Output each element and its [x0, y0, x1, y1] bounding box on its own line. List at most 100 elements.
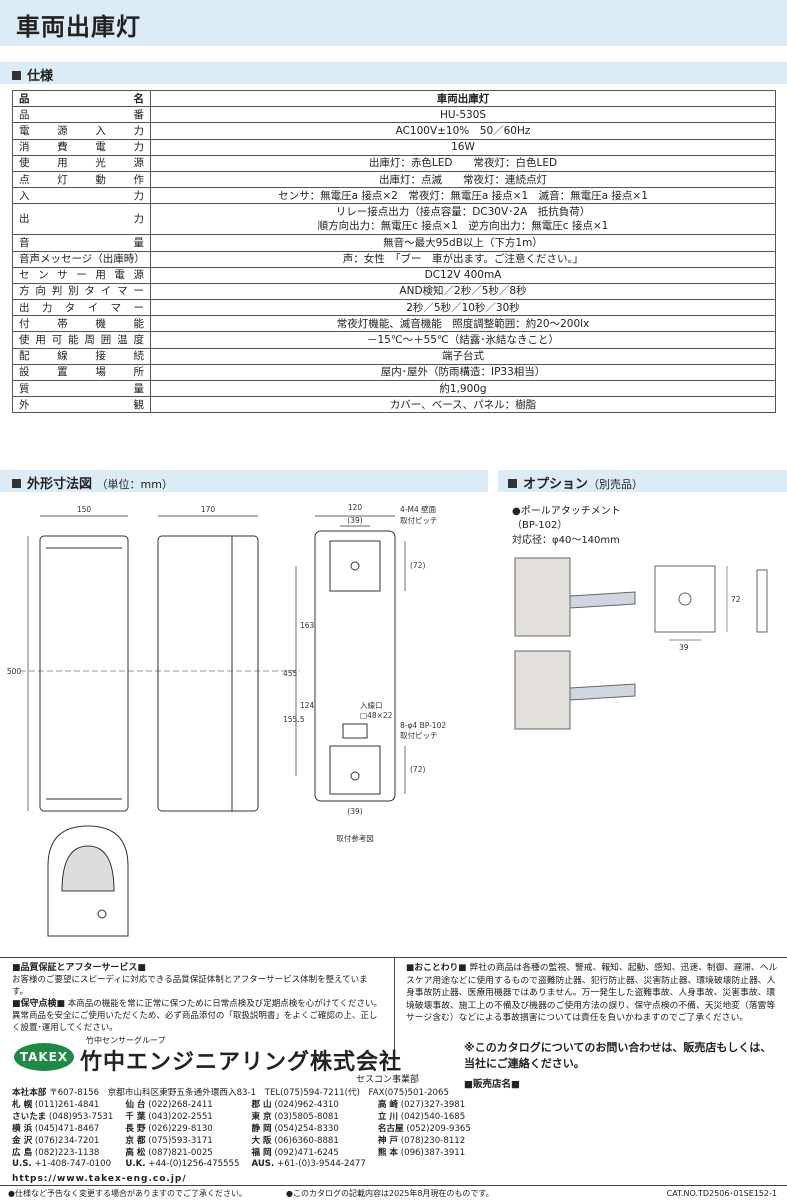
wall-note-1: 4-M4 壁面	[400, 504, 437, 514]
office-phone: (022)268-2411	[148, 1100, 213, 1110]
spec-row: 品名車両出庫灯	[12, 89, 776, 108]
spec-key: センサー用電源	[12, 266, 151, 284]
inlet-label-2: □48×22	[360, 711, 393, 720]
office-city: 高 崎	[377, 1100, 399, 1110]
office-city: 高 松	[125, 1148, 146, 1158]
attachment-band-2	[569, 683, 636, 701]
spec-row: 使用可能周囲温度－15℃〜＋55℃（結露･氷結なきこと）	[12, 331, 776, 349]
option-section-title: オプション（別売品）	[508, 473, 643, 492]
dim-front-width: 150	[77, 505, 92, 514]
office-phone: 〒607-8156 京都市山科区東野五条通外環西入83-1 TEL(075)59…	[49, 1088, 449, 1098]
office-phone: (087)821-0025	[148, 1148, 213, 1158]
dims-unit-note: （単位：mm）	[96, 478, 173, 491]
spec-value: 出庫灯：点滅 常夜灯：連続点灯	[150, 170, 776, 189]
office-cell: 金 沢 (076)234-7201	[12, 1134, 125, 1146]
office-city: 神 戸	[377, 1136, 399, 1146]
spec-value: 声：女性 「ブー 車が出ます。ご注意ください。」	[150, 250, 776, 268]
attachment-center-hole	[678, 592, 692, 606]
company-url[interactable]: https://www.takex-eng.co.jp/	[12, 1174, 187, 1184]
top-view-outline	[47, 825, 129, 937]
office-phone: (024)962-4310	[274, 1100, 339, 1110]
spec-section-label: 仕様	[27, 69, 54, 84]
office-cell: 高 崎 (027)327-3981	[378, 1098, 483, 1110]
office-phone: (026)229-8130	[148, 1124, 213, 1134]
dim-pitch-bottom: (39)	[347, 807, 362, 816]
spec-key: 出力	[12, 203, 151, 236]
title-bar: 車両出庫灯	[0, 0, 787, 46]
office-cell: 名古屋 (052)209-9365	[378, 1122, 483, 1134]
office-cell: 札 幌 (011)261-4841	[12, 1098, 125, 1110]
spec-key: 出力タイマー	[12, 299, 151, 317]
spec-row: 使用光源出庫灯：赤色LED 常夜灯：白色LED	[12, 154, 776, 172]
dim-455: 455	[283, 669, 298, 678]
dim-pitch-top: (39)	[347, 516, 362, 525]
office-city: 東 京	[251, 1112, 272, 1122]
square-bullet-icon	[508, 479, 517, 488]
option-dim-39: 39	[679, 643, 689, 652]
office-cell: 大 阪 (06)6360-8881	[251, 1134, 377, 1146]
office-phone: (042)540-1685	[400, 1112, 466, 1122]
spec-section-bar: 仕様	[0, 62, 787, 84]
wall-note-2: 取付ピッチ	[400, 515, 438, 525]
office-city: 福 岡	[251, 1148, 272, 1158]
office-cell: 広 島 (082)223-1138	[12, 1146, 125, 1158]
attachment-band-1	[569, 591, 636, 609]
company-division: セスコン事業部	[356, 1075, 420, 1085]
office-phone: (027)327-3981	[400, 1100, 466, 1110]
bp-label-1: 8-φ4 BP-102	[400, 721, 446, 730]
spec-row: 外観カバー、ベース、パネル：樹脂	[12, 396, 776, 414]
spec-value: 常夜灯機能、滅音機能 照度調整範囲：約20〜200lx	[150, 315, 776, 333]
office-city: AUS.	[251, 1158, 275, 1169]
office-phone: +61-(0)3-9544-2477	[277, 1158, 366, 1169]
office-city: 横 浜	[12, 1124, 33, 1134]
spec-value: DC12V 400mA	[150, 266, 776, 284]
office-cell: さいたま (048)953-7531	[12, 1110, 125, 1122]
office-list: 本社本部 〒607-8156 京都市山科区東野五条通外環西入83-1 TEL(0…	[12, 1086, 483, 1170]
spec-section-title: 仕様	[12, 65, 53, 84]
spec-value: AND検知／2秒／5秒／8秒	[150, 282, 776, 301]
office-cell: 静 岡 (054)254-8330	[251, 1122, 377, 1134]
qa-text-1: お客様のご要望にスピーディに対応できる品質保証体制とアフターサービス体制を整えて…	[12, 975, 368, 997]
inquiry-note: ※このカタログについてのお問い合わせは、販売店もしくは、当社にご連絡ください。	[464, 1041, 772, 1070]
office-phone: (075)593-3171	[148, 1136, 213, 1146]
office-cell: 千 葉 (043)202-2551	[125, 1110, 251, 1122]
office-city: U.K.	[125, 1158, 146, 1169]
option-section-label: オプション	[523, 477, 589, 492]
spec-key: 点灯動作	[12, 170, 151, 189]
dims-section-bar: 外形寸法図 （単位：mm）	[0, 470, 488, 492]
dim-124: 124	[300, 701, 315, 710]
office-city: 本社本部	[12, 1088, 47, 1098]
square-bullet-icon	[12, 71, 21, 80]
office-city: 名古屋	[377, 1124, 404, 1134]
qa-heading-2: ■保守点検■	[12, 999, 66, 1009]
spec-key: 配線接続	[12, 347, 151, 365]
office-cell: 神 戸 (078)230-8112	[378, 1134, 483, 1146]
office-cell: U.K. +44-(0)1256-475555	[125, 1158, 251, 1170]
dims-section-label: 外形寸法図	[27, 477, 93, 492]
spec-value: 約1,900g	[150, 379, 776, 398]
office-cell: 本社本部 〒607-8156 京都市山科区東野五条通外環西入83-1 TEL(0…	[12, 1086, 483, 1098]
office-cell: 京 都 (075)593-3171	[125, 1134, 251, 1146]
attachment-plan-view	[654, 565, 716, 633]
rear-view-body	[314, 530, 396, 802]
office-phone: (076)234-7201	[34, 1136, 100, 1146]
spec-key: 消費電力	[12, 138, 151, 156]
office-phone: (052)209-9365	[406, 1124, 471, 1134]
spec-key: 設置場所	[12, 363, 151, 382]
office-cell: 長 野 (026)229-8130	[125, 1122, 251, 1134]
dim-155: 155.5	[283, 715, 305, 724]
option-dim-72: 72	[731, 595, 741, 604]
top-view-speaker-grille	[61, 845, 115, 892]
office-city: 京 都	[125, 1136, 146, 1146]
spec-row: 配線接続端子台式	[12, 347, 776, 365]
spec-key: 品名	[12, 89, 151, 108]
spec-row: 付帯機能常夜灯機能、滅音機能 照度調整範囲：約20〜200lx	[12, 315, 776, 333]
bottom-divider	[0, 1185, 787, 1186]
